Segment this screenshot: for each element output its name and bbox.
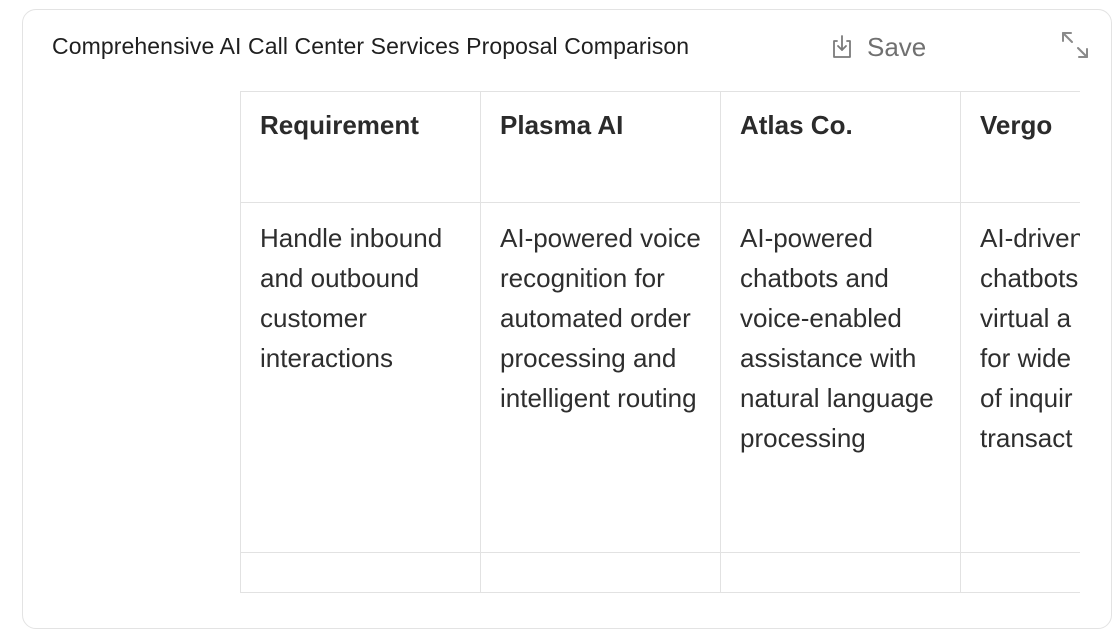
cell-atlas-co: AI-powered chatbots and voice-enabled as… [720,202,961,553]
cell-empty [720,552,961,593]
card-title: Comprehensive AI Call Center Services Pr… [52,33,690,59]
cell-empty [480,552,721,593]
cell-empty [960,552,1080,593]
table-row [240,552,1080,593]
column-header-requirement: Requirement [240,91,481,203]
cell-vergo-line: for wide [980,343,1072,373]
cell-vergo-line: transact [980,423,1073,453]
save-button[interactable]: Save [829,31,926,63]
cell-vergo: AI-driven chatbots virtual a for wide of… [960,202,1080,553]
proposal-comparison-card: Comprehensive AI Call Center Services Pr… [22,9,1112,629]
save-button-label: Save [867,31,927,62]
expand-arrows-icon [1060,30,1090,65]
table-row: Handle inbound and outbound customer int… [240,202,1080,553]
cell-vergo-line: chatbots [980,263,1079,293]
comparison-table: Requirement Plasma AI Atlas Co. Vergo Ha… [240,91,1080,593]
column-header-atlas-co: Atlas Co. [720,91,961,203]
cell-plasma-ai: AI-powered voice recognition for automat… [480,202,721,553]
download-tray-icon [829,34,855,60]
cell-empty [240,552,481,593]
column-header-plasma-ai: Plasma AI [480,91,721,203]
comparison-table-scroll[interactable]: Requirement Plasma AI Atlas Co. Vergo Ha… [240,91,1080,628]
cell-vergo-line: virtual a [980,303,1072,333]
column-header-vergo: Vergo [960,91,1080,203]
table-header-row: Requirement Plasma AI Atlas Co. Vergo [240,91,1080,203]
cell-vergo-line: AI-driven [980,223,1080,253]
cell-vergo-line: of inquir [980,383,1073,413]
card-header: Comprehensive AI Call Center Services Pr… [23,10,1111,80]
cell-requirement: Handle inbound and outbound customer int… [240,202,481,553]
expand-button[interactable] [1059,31,1091,63]
